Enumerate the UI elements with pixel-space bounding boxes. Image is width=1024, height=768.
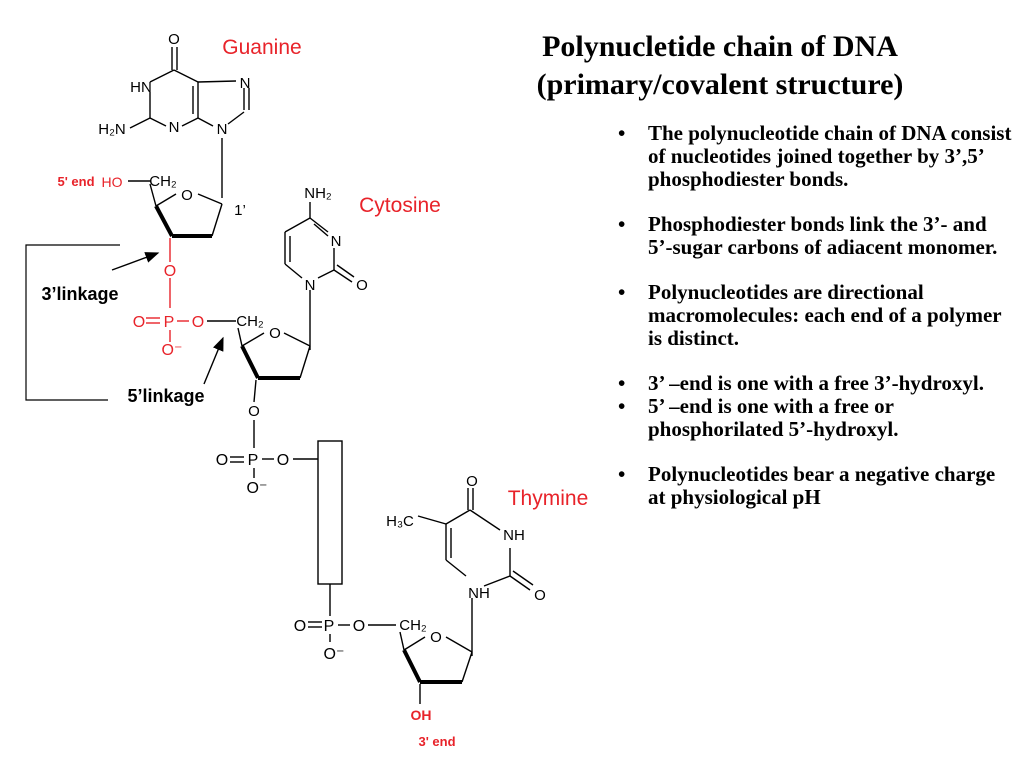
atom-label: N <box>240 75 251 92</box>
atom-label: NH₂ <box>304 185 332 202</box>
atom-label: CH₂ <box>149 173 177 190</box>
atom-label: N <box>217 121 228 138</box>
thymine-atoms: O NH NH O H₃C <box>386 473 546 604</box>
sugar-1-atoms: O CH₂ HO <box>102 173 193 204</box>
title-line-1: Polynucletide chain of DNA <box>542 30 898 63</box>
atom-label: O⁻ <box>247 480 268 497</box>
atom-label: O <box>168 31 180 48</box>
atom-label: CH₂ <box>399 617 427 634</box>
atom-label: O <box>294 618 306 635</box>
five-linkage-arrow <box>203 336 224 385</box>
cytosine-base <box>284 202 355 350</box>
phosphate-2-atoms: O P O O⁻ <box>216 452 289 497</box>
sugar-1 <box>128 180 223 238</box>
bullet-list: The polynucleotide chain of DNA consist … <box>612 122 1012 509</box>
phosphate-3 <box>308 584 396 642</box>
atom-label: P <box>164 314 175 331</box>
phosphate-1-atoms: O O P O O⁻ <box>133 263 204 359</box>
guanine-label: Guanine <box>222 36 301 59</box>
atom-label: NH <box>503 527 525 544</box>
atom-label: O <box>216 452 228 469</box>
atom-label: O <box>430 629 442 646</box>
atom-label: O <box>269 325 281 342</box>
atom-label: N <box>169 119 180 136</box>
atom-label: CH₂ <box>236 313 264 330</box>
atom-label: O <box>466 473 478 490</box>
phosphate-1 <box>146 238 189 342</box>
bullet-item: 5’ –end is one with a free or phosphoril… <box>612 395 1012 441</box>
bullet-item: The polynucleotide chain of DNA consist … <box>612 122 1012 191</box>
atom-label: O <box>164 263 176 280</box>
atom-label: P <box>248 452 259 469</box>
atom-label: O⁻ <box>324 646 345 663</box>
atom-label: H₃C <box>386 513 414 530</box>
three-linkage-arrow <box>111 252 160 271</box>
omitted-chain-box <box>317 440 343 585</box>
three-hydroxyl-label: OH <box>411 707 432 723</box>
bullet-item: Phosphodiester bonds link the 3’- and 5’… <box>612 213 1012 259</box>
thymine-base <box>417 488 534 656</box>
bullet-item: 3’ –end is one with a free 3’-hydroxyl. <box>612 372 1012 396</box>
three-linkage-label: 3’linkage <box>41 284 118 304</box>
atom-label: NH <box>468 585 490 602</box>
atom-label: O <box>534 587 546 604</box>
atom-label: O <box>181 187 193 204</box>
thymine-label: Thymine <box>508 487 589 510</box>
atom-label: HO <box>102 174 123 190</box>
slide-title: Polynucletide chain of DNA (primary/cova… <box>470 28 970 104</box>
sugar-2-atoms: O CH₂ O <box>236 313 281 420</box>
title-line-2: (primary/covalent structure) <box>536 68 904 101</box>
atom-label: O <box>192 314 204 331</box>
phosphate-2 <box>230 420 318 478</box>
atom-label: O <box>356 277 368 294</box>
sugar-3-atoms: O CH₂ <box>399 617 442 646</box>
atom-label: O <box>133 314 145 331</box>
atom-label: N <box>331 233 342 250</box>
atom-label: N <box>305 277 316 294</box>
cytosine-atoms: NH₂ N N O <box>304 185 368 294</box>
five-linkage-label: 5’linkage <box>127 386 204 406</box>
guanine-atoms: O HN N N N H₂N <box>98 31 250 138</box>
atom-label: O <box>353 618 365 635</box>
sugar-3 <box>399 631 473 704</box>
atom-label: O <box>248 403 260 420</box>
atom-label: O⁻ <box>162 342 183 359</box>
phosphate-3-atoms: O P O O⁻ <box>294 618 365 663</box>
five-end-label: 5' end <box>57 174 94 189</box>
cytosine-label: Cytosine <box>359 194 441 217</box>
atom-label: H₂N <box>98 121 126 138</box>
linkage-bracket <box>25 244 120 401</box>
atom-label: P <box>324 618 335 635</box>
bullet-item: Polynucleotides are directional macromol… <box>612 281 1012 350</box>
sugar-2 <box>237 327 311 403</box>
atom-label: HN <box>130 79 152 96</box>
guanine-base <box>129 47 250 198</box>
one-prime-label: 1’ <box>234 202 246 219</box>
atom-label: O <box>277 452 289 469</box>
bullet-item: Polynucleotides bear a negative charge a… <box>612 463 1012 509</box>
three-end-label: 3' end <box>418 734 455 749</box>
